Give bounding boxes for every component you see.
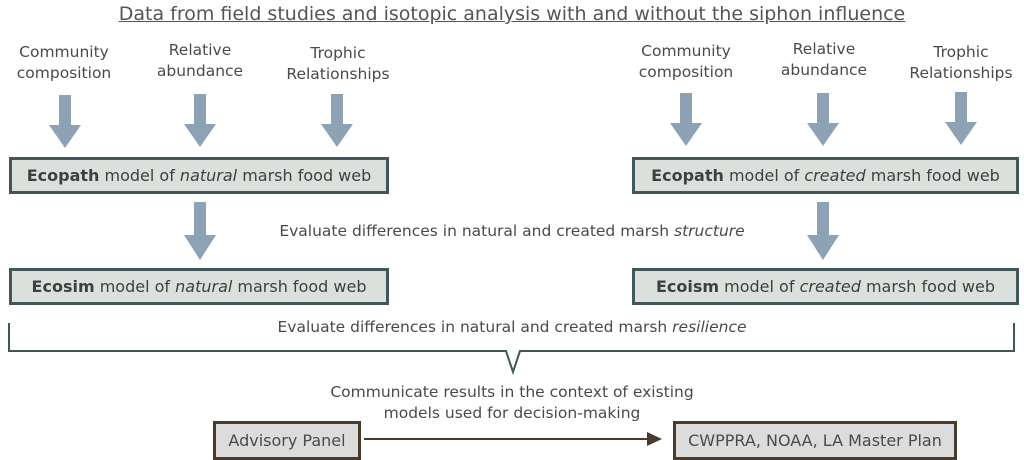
left-ecosim-italic: natural	[175, 277, 233, 296]
right-input-community-line2: composition	[638, 63, 734, 81]
right-ecopath-bold: Ecopath	[651, 166, 724, 185]
structure-note: Evaluate differences in natural and crea…	[0, 222, 1024, 240]
left-input-abundance: Relative abundance	[140, 40, 260, 82]
left-ecosim-box: Ecosim model of natural marsh food web	[9, 268, 389, 305]
right-input-trophic-line1: Trophic	[933, 43, 989, 61]
arrow-down-icon	[49, 95, 81, 148]
right-ecosim-post: marsh food web	[860, 277, 996, 296]
communicate-line1: Communicate results in the context of ex…	[330, 383, 694, 401]
right-input-trophic: Trophic Relationships	[896, 42, 1024, 84]
arrow-down-icon	[321, 94, 353, 147]
left-ecopath-italic: natural	[179, 166, 238, 185]
left-ecosim-bold: Ecosim	[31, 277, 95, 296]
left-input-abundance-line2: abundance	[156, 62, 244, 80]
right-input-abundance-line2: abundance	[780, 61, 868, 79]
arrow-down-icon	[184, 94, 216, 147]
right-ecosim-box: Ecoism model of created marsh food web	[632, 268, 1019, 305]
communicate-note: Communicate results in the context of ex…	[0, 382, 1024, 424]
left-input-trophic: Trophic Relationships	[273, 43, 403, 85]
structure-note-italic: structure	[674, 222, 745, 240]
right-ecosim-italic: created	[799, 277, 861, 296]
left-ecopath-post: marsh food web	[237, 166, 372, 185]
left-ecopath-box: Ecopath model of natural marsh food web	[9, 157, 389, 194]
resilience-note-text: Evaluate differences in natural and crea…	[277, 318, 673, 336]
arrow-down-icon	[807, 202, 839, 260]
structure-note-text: Evaluate differences in natural and crea…	[279, 222, 674, 240]
communicate-line2: models used for decision-making	[383, 404, 641, 422]
bracket-shape	[8, 323, 1015, 376]
diagram-title: Data from field studies and isotopic ana…	[118, 3, 906, 25]
arrow-right-icon	[647, 432, 662, 446]
arrow-down-icon	[807, 93, 839, 146]
right-ecosim-bold: Ecoism	[655, 277, 720, 296]
left-ecopath-bold: Ecopath	[26, 166, 100, 185]
arrow-down-icon	[184, 202, 216, 260]
resilience-note: Evaluate differences in natural and crea…	[0, 318, 1024, 336]
left-input-trophic-line1: Trophic	[310, 44, 366, 62]
right-input-abundance-line1: Relative	[792, 40, 856, 58]
left-input-trophic-line2: Relationships	[286, 65, 390, 83]
left-input-community-line1: Community	[19, 43, 109, 61]
right-input-community: Community composition	[626, 41, 746, 83]
arrow-down-icon	[670, 93, 702, 146]
right-ecopath-post: marsh food web	[865, 166, 1000, 185]
right-ecosim-pre: model of	[719, 277, 800, 296]
right-ecopath-italic: created	[804, 166, 866, 185]
left-input-community-line2: composition	[16, 64, 112, 82]
decision-targets-box: CWPPRA, NOAA, LA Master Plan	[673, 421, 957, 460]
arrow-down-icon	[945, 92, 977, 145]
right-input-trophic-line2: Relationships	[909, 64, 1013, 82]
right-ecopath-box: Ecopath model of created marsh food web	[632, 157, 1019, 194]
resilience-note-italic: resilience	[672, 318, 747, 336]
right-input-abundance: Relative abundance	[764, 39, 884, 81]
left-ecopath-pre: model of	[99, 166, 180, 185]
left-input-community: Community composition	[4, 42, 124, 84]
right-input-community-line1: Community	[641, 42, 731, 60]
left-ecosim-pre: model of	[94, 277, 176, 296]
advisory-panel-box: Advisory Panel	[213, 421, 361, 460]
left-input-abundance-line1: Relative	[168, 41, 232, 59]
left-ecosim-post: marsh food web	[232, 277, 367, 296]
right-ecopath-pre: model of	[723, 166, 805, 185]
